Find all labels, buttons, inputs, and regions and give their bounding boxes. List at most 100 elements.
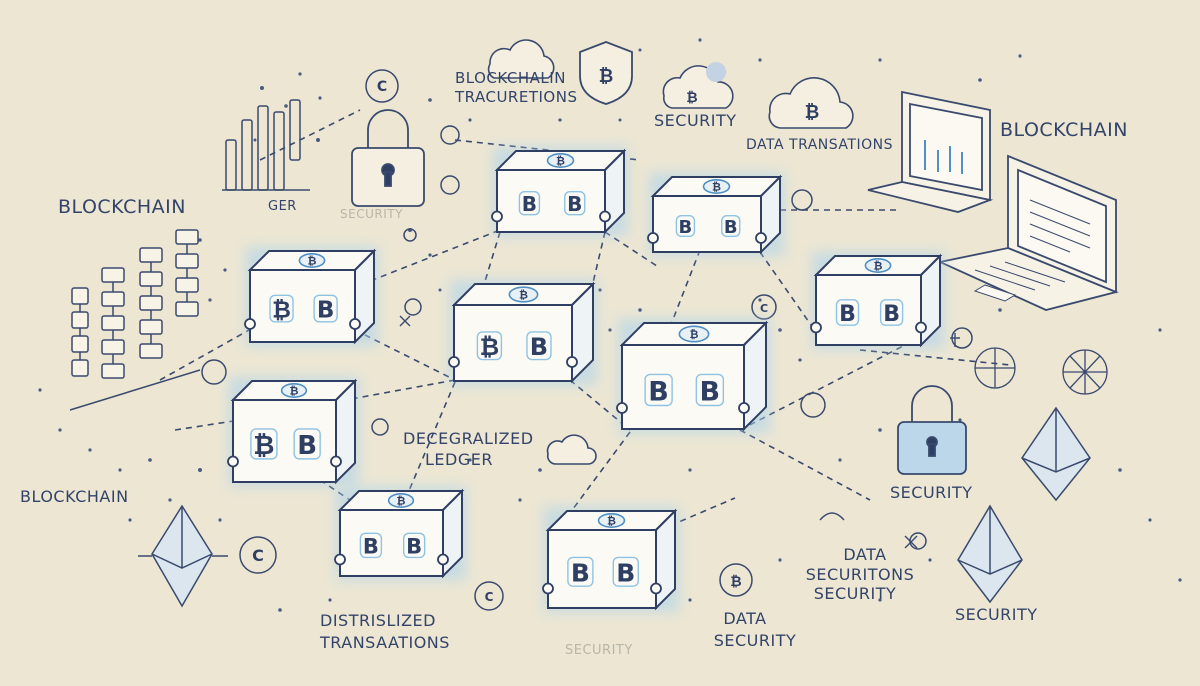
block-top-coin-glyph: ₿ bbox=[308, 255, 317, 268]
block-glyph: B bbox=[571, 559, 590, 588]
block-glyph: ₿ bbox=[253, 431, 274, 461]
padlock-icon bbox=[352, 110, 424, 206]
block-glyph: B bbox=[724, 217, 738, 238]
block-connector-node bbox=[228, 457, 238, 467]
block-top-coin-glyph: ₿ bbox=[712, 181, 721, 194]
block-glyph: B bbox=[648, 377, 669, 408]
block-connector-node bbox=[739, 403, 749, 413]
blockchain-blocks: ₿₿B₿BB₿BB₿₿B₿BB₿BB₿₿B₿BB₿BB bbox=[228, 147, 944, 612]
block-cube: ₿ B B bbox=[648, 173, 784, 256]
block-front-face bbox=[548, 530, 656, 608]
distributed-transactions-line-2: TRANSAATIONS bbox=[320, 634, 450, 652]
block-glyph: B bbox=[567, 192, 582, 216]
security-label-far-right: SECURITY bbox=[955, 606, 1038, 624]
block-glyph: B bbox=[406, 535, 422, 559]
block-cube: ₿ ₿ B bbox=[228, 377, 359, 486]
svg-text:₿: ₿ bbox=[686, 90, 697, 106]
block-cube: ₿ ₿ B bbox=[449, 280, 597, 385]
data-security-line-1: DATA bbox=[705, 610, 785, 628]
top-title-line-1: BLOCKCHALIN bbox=[455, 70, 566, 87]
block-glyph: B bbox=[883, 302, 900, 327]
block-front-face bbox=[454, 305, 572, 381]
svg-text:C: C bbox=[377, 79, 387, 95]
block-connector-node bbox=[331, 457, 341, 467]
network-node-icons bbox=[975, 348, 1107, 394]
block-connector-node bbox=[651, 584, 661, 594]
security-label-right: SECURITY bbox=[890, 484, 973, 502]
block-front-face bbox=[816, 275, 921, 345]
block-top-coin-glyph: ₿ bbox=[556, 155, 565, 168]
block-glyph: B bbox=[297, 431, 317, 461]
svg-text:C: C bbox=[252, 546, 264, 565]
shield-icon: ₿ bbox=[580, 42, 632, 104]
block-connector-node bbox=[245, 319, 255, 329]
block-connector-node bbox=[492, 212, 502, 222]
blockchain-label-left: BLOCKCHAIN bbox=[58, 197, 186, 219]
data-transactions-label: DATA TRANSATIONS bbox=[746, 137, 893, 153]
block-glyph: B bbox=[530, 333, 548, 361]
data-security-line-2: SECURITY bbox=[695, 632, 815, 650]
block-top-coin-glyph: ₿ bbox=[690, 328, 699, 341]
block-connector-node bbox=[449, 357, 459, 367]
svg-text:₿: ₿ bbox=[730, 574, 741, 590]
faint-security-top-label: SECURITY bbox=[340, 208, 403, 222]
distributed-transactions-line-1: DISTRISLIZED bbox=[320, 612, 436, 630]
block-side-face bbox=[336, 381, 355, 482]
block-top-coin-glyph: ₿ bbox=[607, 515, 616, 528]
block-top-coin-glyph: ₿ bbox=[290, 385, 299, 398]
block-connector-node bbox=[617, 403, 627, 413]
block-connector-node bbox=[335, 555, 345, 565]
block-glyph: ₿ bbox=[480, 333, 500, 361]
block-cube: ₿ B B bbox=[492, 147, 628, 236]
block-connector-node bbox=[648, 233, 658, 243]
block-front-face bbox=[497, 170, 605, 232]
data-securitons-line-2: SECURITONS bbox=[790, 566, 930, 584]
data-securitons-line-3: SECURITY bbox=[795, 585, 915, 603]
block-front-face bbox=[250, 270, 355, 342]
block-glyph: B bbox=[522, 192, 537, 216]
bar-graph-icon bbox=[222, 100, 310, 190]
svg-text:₿: ₿ bbox=[805, 102, 820, 123]
block-connector-node bbox=[600, 212, 610, 222]
block-connector-node bbox=[543, 584, 553, 594]
ger-label: GER bbox=[268, 200, 297, 215]
block-cube: ₿ B B bbox=[335, 487, 466, 580]
svg-text:C: C bbox=[485, 590, 494, 604]
block-glyph: B bbox=[700, 377, 721, 408]
block-connector-node bbox=[811, 323, 821, 333]
block-cube: ₿ B B bbox=[811, 252, 944, 349]
decentralized-ledger-line-2: LEDGER bbox=[425, 451, 493, 469]
block-top-coin-glyph: ₿ bbox=[874, 260, 883, 273]
blockchain-label-bottom-left: BLOCKCHAIN bbox=[20, 488, 129, 506]
data-securitons-line-1: DATA bbox=[810, 546, 920, 564]
block-connector-node bbox=[350, 319, 360, 329]
block-connector-node bbox=[916, 323, 926, 333]
svg-text:C: C bbox=[760, 302, 768, 315]
top-title-line-2: TRACURETIONS bbox=[455, 89, 577, 106]
block-cube: ₿ ₿ B bbox=[245, 247, 378, 346]
block-glyph: B bbox=[363, 535, 379, 559]
block-connector-node bbox=[438, 555, 448, 565]
padlock-icon-right bbox=[898, 386, 966, 474]
svg-text:₿: ₿ bbox=[599, 66, 614, 87]
block-glyph: ₿ bbox=[272, 298, 291, 324]
block-glyph: B bbox=[679, 217, 693, 238]
block-connector-node bbox=[567, 357, 577, 367]
security-label-top: SECURITY bbox=[654, 112, 737, 130]
block-glyph: B bbox=[616, 559, 635, 588]
blockchain-label-right: BLOCKCHAIN bbox=[1000, 120, 1128, 142]
block-front-face bbox=[340, 510, 443, 576]
block-glyph: B bbox=[839, 302, 856, 327]
block-top-coin-glyph: ₿ bbox=[397, 495, 406, 508]
block-connector-node bbox=[756, 233, 766, 243]
block-front-face bbox=[653, 196, 761, 252]
faint-security-bottom-label: SECURITY bbox=[565, 644, 633, 659]
decentralized-ledger-line-1: DECEGRALIZED bbox=[403, 430, 534, 448]
ledger-chart-icon bbox=[70, 230, 200, 410]
block-top-coin-glyph: ₿ bbox=[519, 289, 528, 302]
block-glyph: B bbox=[317, 298, 335, 324]
block-front-face bbox=[622, 345, 744, 429]
